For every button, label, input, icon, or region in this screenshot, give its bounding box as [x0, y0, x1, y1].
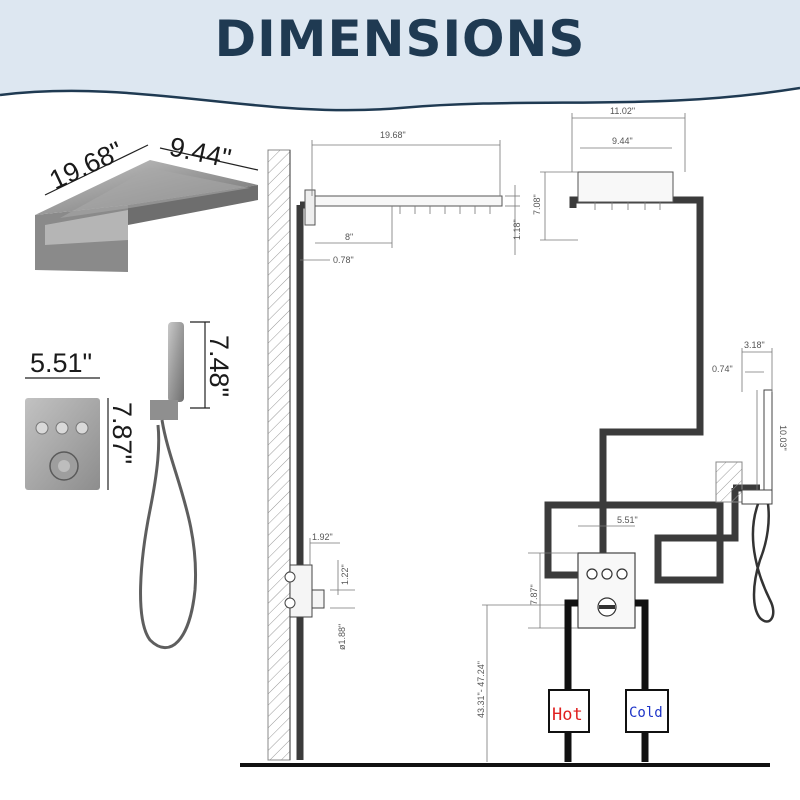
head-length-line	[44, 144, 149, 196]
arm-length-label: 19.68"	[380, 130, 406, 140]
handheld-shower-photo	[139, 322, 198, 650]
handheld-wall	[715, 461, 743, 503]
shower-head-photo	[35, 160, 258, 272]
front-valve-height-label: 7.87"	[529, 584, 539, 605]
header-wave-line	[0, 86, 800, 112]
front-valve-width-label: 5.51"	[617, 515, 638, 525]
valve-spacing-label: 1.22"	[340, 564, 350, 585]
front-spray-nozzles	[594, 202, 661, 210]
hot-label-box	[548, 689, 590, 733]
page-title: DIMENSIONS	[214, 10, 586, 68]
wall-offset-label: 0.78"	[333, 255, 354, 265]
handheld-offset-label: 0.74"	[712, 364, 733, 374]
front-handheld-shower	[741, 389, 775, 623]
valve-width-label: 5.51"	[30, 348, 92, 378]
head-height-label: 7.08"	[532, 194, 542, 215]
handheld-height-label: 7.48"	[204, 335, 234, 397]
head-thickness-label: 1.18"	[512, 219, 522, 240]
front-valve	[577, 552, 636, 629]
side-wall	[267, 149, 291, 761]
head-outer-width-label: 11.02"	[610, 106, 635, 116]
side-valve	[284, 564, 325, 618]
head-inner-width-label: 9.44"	[612, 136, 633, 146]
valve-height-range-label: 43.31"- 47.24"	[476, 661, 486, 718]
arm-drop-label: 8"	[345, 232, 353, 242]
valve-photo	[25, 398, 100, 490]
side-spray-nozzles	[399, 206, 491, 214]
cold-label-box	[625, 689, 669, 733]
handheld-length-label: 10.03"	[778, 425, 788, 451]
valve-depth-label: 1.92"	[312, 532, 333, 542]
cold-label: Cold	[629, 705, 663, 721]
hot-supply-pipe	[564, 599, 578, 762]
front-supply-pipe	[544, 196, 739, 584]
valve-height-label: 7.87"	[107, 402, 137, 464]
outlet-diameter-label: ø1.88"	[337, 624, 347, 650]
hot-label: Hot	[552, 705, 583, 725]
head-width-line	[159, 147, 259, 171]
front-shower-head	[577, 171, 674, 203]
side-wall-mount	[304, 189, 316, 226]
handheld-width-label: 3.18"	[744, 340, 765, 350]
side-shower-arm	[311, 195, 503, 207]
cold-supply-pipe	[635, 599, 649, 762]
